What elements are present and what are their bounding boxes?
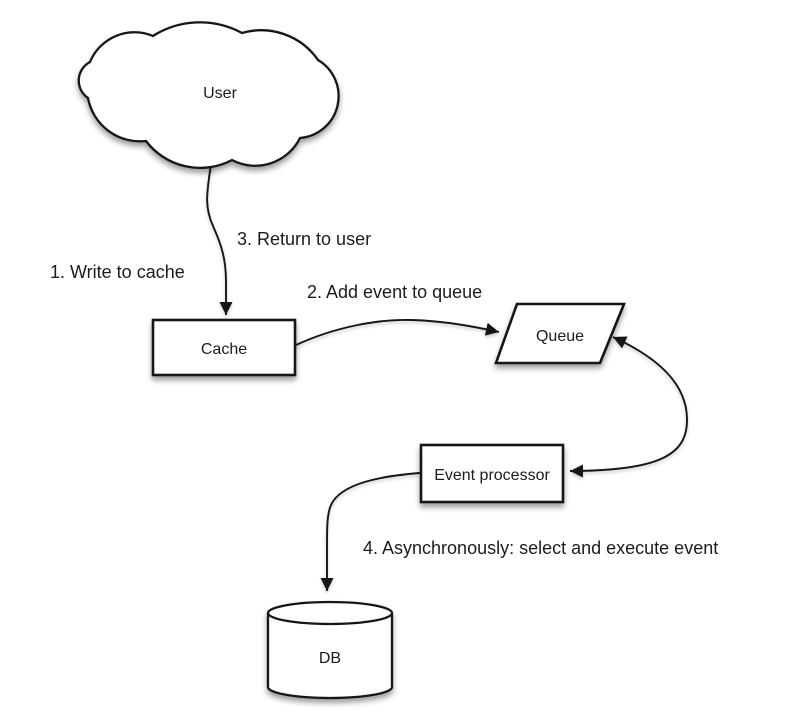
step4-label: 4. Asynchronously: select and execute ev… bbox=[363, 538, 718, 558]
node-group: User Cache Queue Event processor DB bbox=[77, 21, 626, 700]
db-node bbox=[266, 600, 394, 700]
db-cylinder-body bbox=[266, 613, 394, 700]
edge-event-processor-to-db bbox=[320, 472, 421, 591]
edge-cache-to-queue bbox=[295, 319, 500, 346]
step3-label: 3. Return to user bbox=[237, 229, 371, 249]
edge-group bbox=[206, 163, 688, 591]
db-node-label: DB bbox=[319, 650, 341, 667]
step1-label: 1. Write to cache bbox=[50, 262, 185, 282]
edge-user-to-cache bbox=[206, 163, 233, 315]
db-cylinder-top bbox=[266, 600, 394, 626]
cache-node-label: Cache bbox=[201, 341, 247, 358]
queue-node-label: Queue bbox=[536, 328, 584, 345]
user-node-cloud-shape bbox=[77, 21, 340, 170]
step-label-group: 1. Write to cache 3. Return to user 2. A… bbox=[50, 229, 718, 558]
event-processor-node-label: Event processor bbox=[434, 467, 550, 484]
user-node-label: User bbox=[203, 85, 237, 102]
event-processor-node bbox=[419, 443, 565, 504]
cache-node bbox=[151, 318, 297, 377]
queue-node bbox=[494, 302, 626, 365]
edge-queue-event-processor bbox=[569, 336, 688, 478]
step2-label: 2. Add event to queue bbox=[307, 282, 482, 302]
